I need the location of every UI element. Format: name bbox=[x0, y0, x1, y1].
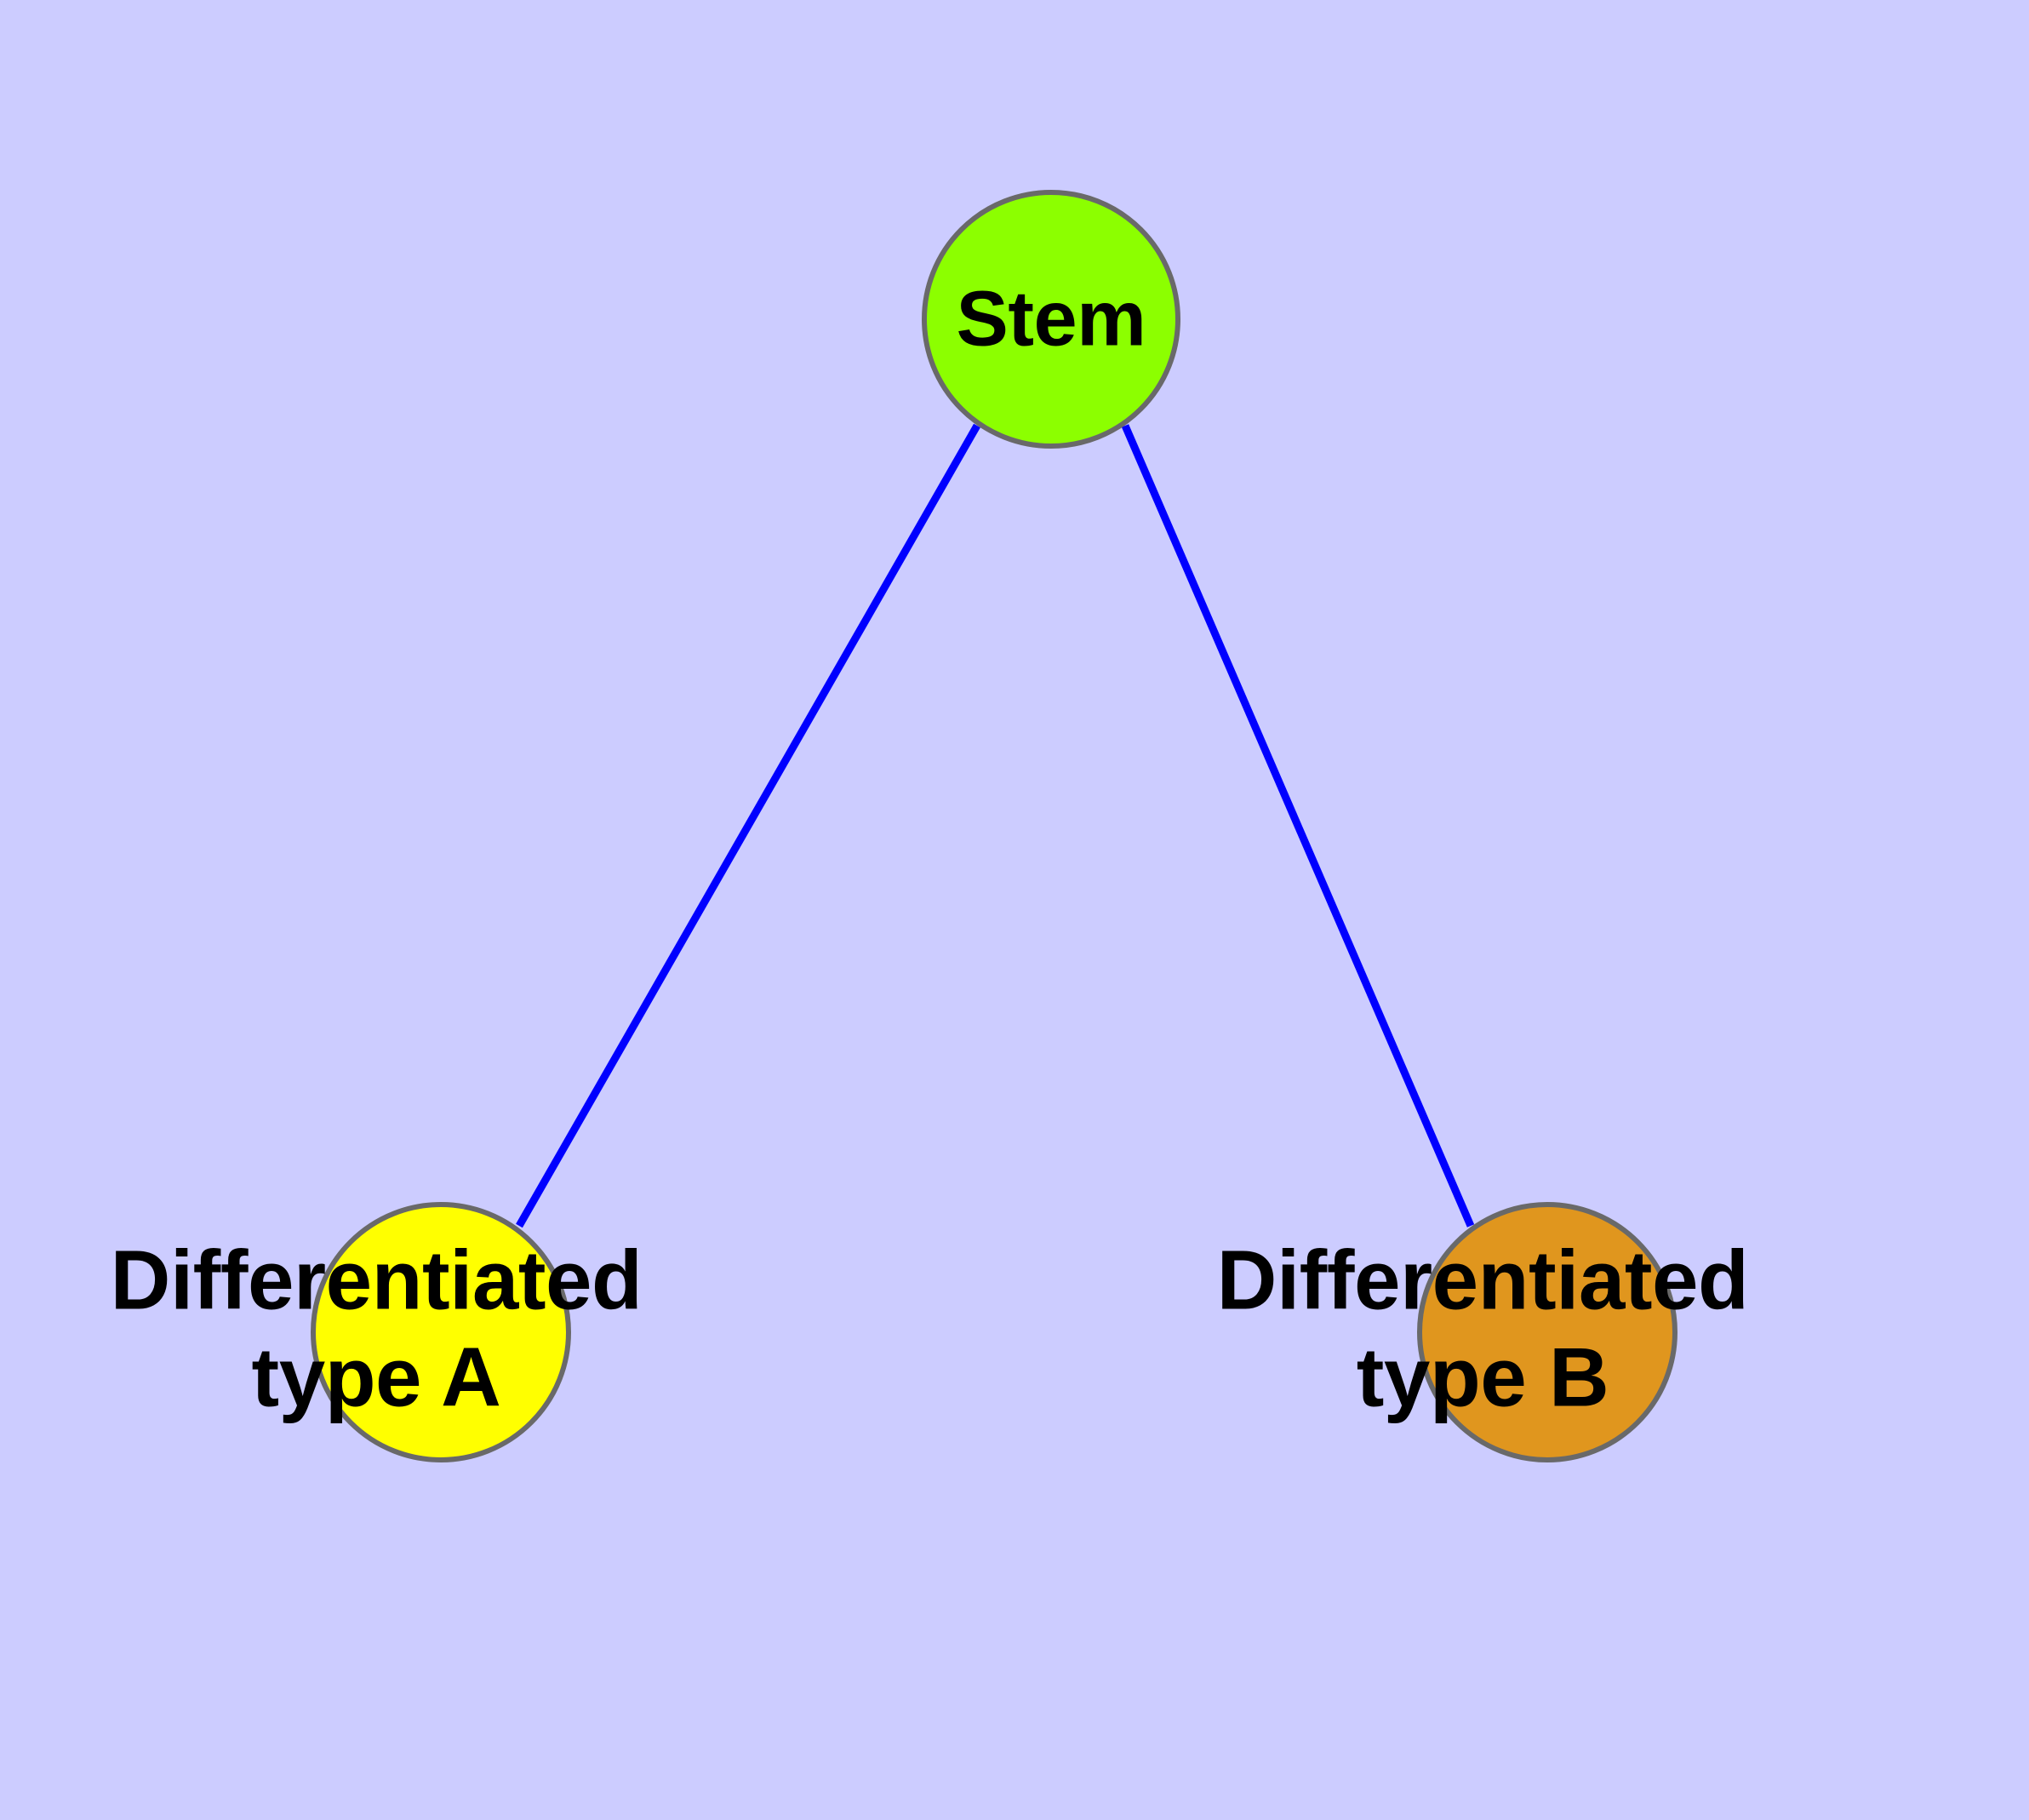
node-differentiated-type-b[interactable] bbox=[1417, 1202, 1677, 1462]
node-differentiated-type-a[interactable] bbox=[311, 1202, 571, 1462]
node-layer bbox=[311, 190, 1677, 1462]
node-stem[interactable] bbox=[922, 190, 1180, 449]
edge-stem-to-differentiated-type-b bbox=[1121, 424, 1475, 1228]
edge-layer bbox=[516, 423, 1475, 1228]
edge-stem-to-differentiated-type-a bbox=[516, 423, 980, 1228]
